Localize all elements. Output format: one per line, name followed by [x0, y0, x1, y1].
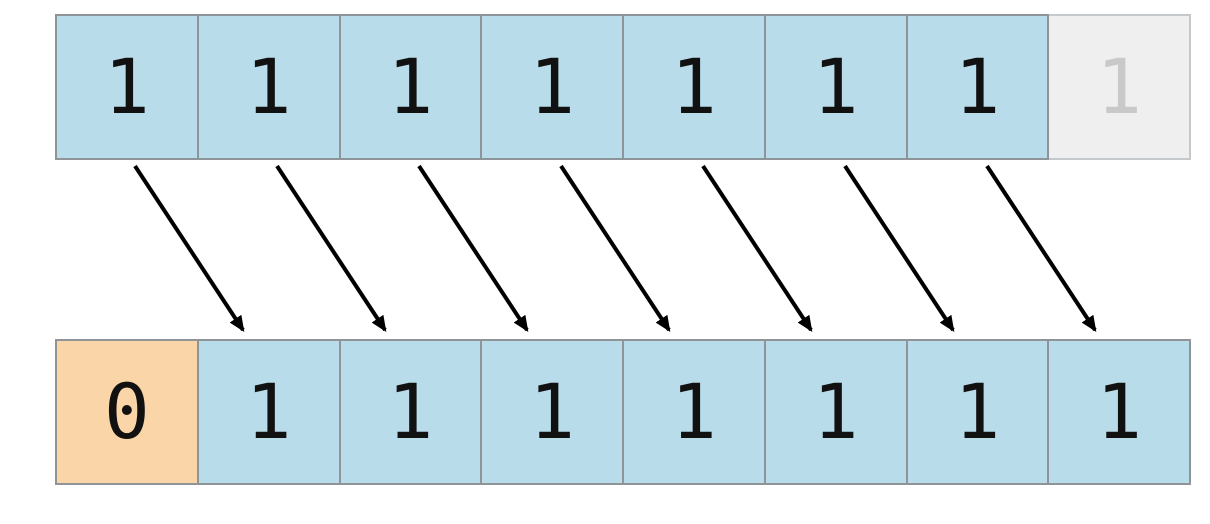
bit-cell: 1	[338, 14, 483, 160]
top-bit-row: 1 1 1 1 1 1 1 1	[55, 14, 1191, 160]
bit-cell: 1	[763, 339, 908, 485]
shift-arrow	[559, 164, 671, 333]
shift-arrow	[701, 164, 813, 333]
bit-cell: 1	[622, 339, 766, 485]
bottom-bit-row: 0 1 1 1 1 1 1 1	[55, 339, 1191, 485]
bit-cell: 1	[622, 14, 766, 160]
bit-cell-shifted-in: 0	[55, 339, 199, 485]
bit-cell: 1	[1047, 339, 1191, 485]
bit-cell: 1	[196, 339, 341, 485]
shift-arrow	[985, 164, 1097, 333]
shift-arrow	[417, 164, 529, 333]
bit-cell-faded: 1	[1047, 14, 1191, 160]
bit-cell: 1	[905, 14, 1050, 160]
shift-arrow	[275, 164, 387, 333]
bit-cell: 1	[338, 339, 483, 485]
shift-arrow	[843, 164, 955, 333]
bit-cell: 1	[480, 339, 624, 485]
bit-cell: 1	[905, 339, 1050, 485]
bit-cell: 1	[763, 14, 908, 160]
bit-cell: 1	[196, 14, 341, 160]
shift-arrow	[133, 164, 245, 333]
bit-cell: 1	[55, 14, 199, 160]
bit-cell: 1	[480, 14, 624, 160]
